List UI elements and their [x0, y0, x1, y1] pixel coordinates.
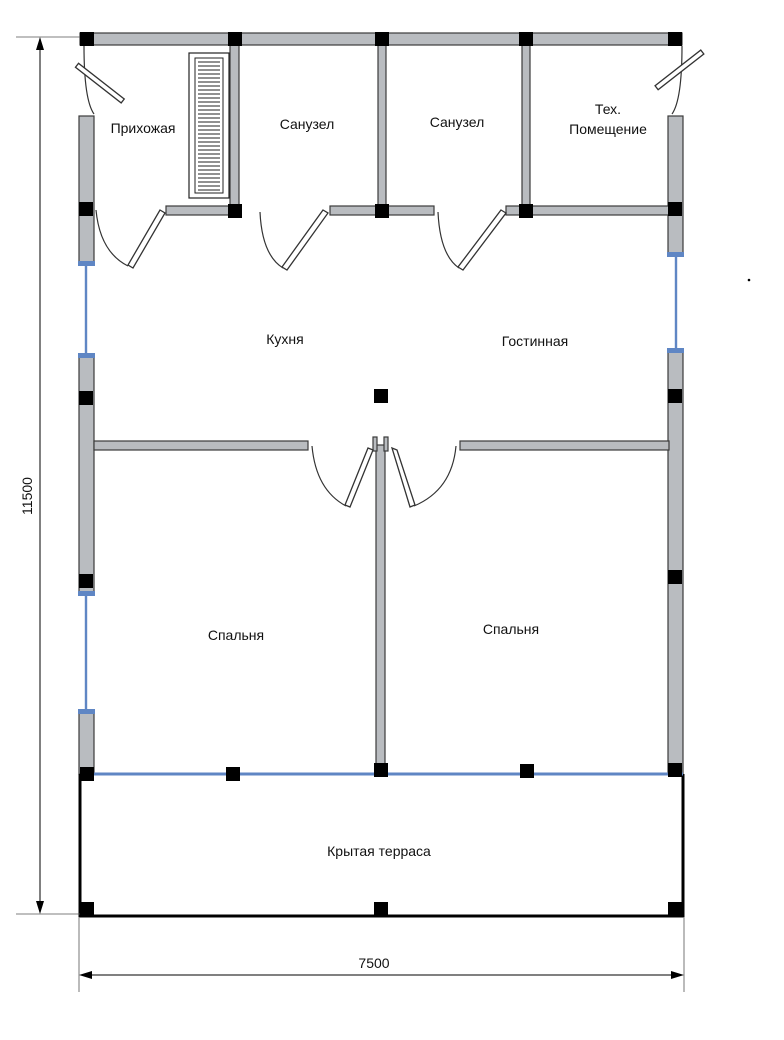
door-swing [437, 211, 460, 269]
door-leaf [457, 209, 507, 271]
post [668, 570, 682, 584]
label-living-room: Гостинная [502, 333, 569, 349]
door-bathroom-1[interactable] [259, 209, 329, 271]
post [375, 32, 389, 46]
post [375, 204, 389, 218]
door-swing [259, 211, 284, 269]
label-tech-room-line1: Тех. [595, 101, 621, 117]
window-cap [78, 709, 95, 714]
dimension-height-label: 11500 [19, 477, 35, 515]
window-cap [667, 252, 684, 257]
dim-arrow-down [36, 901, 44, 914]
door-leaf [654, 49, 705, 91]
entrance-door-left[interactable] [74, 45, 126, 115]
door-hallway[interactable] [95, 209, 166, 269]
radiator-inner [194, 57, 224, 194]
radiator-slats [198, 61, 220, 191]
post [668, 763, 682, 777]
radiator-icon [188, 52, 230, 199]
label-bedroom-left: Спальня [208, 627, 264, 643]
wall-left-1 [78, 115, 95, 265]
door-swing [671, 45, 683, 115]
posts [79, 32, 682, 916]
wall-left-3 [78, 711, 95, 775]
wall-hall-bath [229, 44, 240, 212]
walls [78, 32, 685, 918]
window-cap [78, 591, 95, 596]
label-kitchen: Кухня [266, 331, 303, 347]
post [228, 204, 242, 218]
label-bathroom-2: Санузел [430, 114, 485, 130]
door-swing [83, 45, 95, 115]
window-cap [667, 348, 684, 353]
label-bathroom-1: Санузел [280, 116, 335, 132]
label-tech-room-line2: Помещение [569, 121, 647, 137]
post [79, 574, 93, 588]
door-swing [95, 209, 129, 267]
post [668, 902, 682, 916]
post [520, 764, 534, 778]
dim-arrow-right [671, 971, 684, 979]
label-terrace: Крытая терраса [327, 843, 431, 859]
post [80, 767, 94, 781]
post [519, 32, 533, 46]
entrance-door-right[interactable] [654, 45, 705, 115]
door-bedroom-left[interactable] [311, 445, 374, 508]
post [374, 763, 388, 777]
post [668, 32, 682, 46]
window-cap [78, 261, 95, 266]
post [79, 391, 93, 405]
doors [74, 45, 705, 508]
dimension-width-label: 7500 [358, 955, 389, 971]
wall-bedroom-left-top [93, 440, 309, 451]
door-leaf [344, 447, 374, 508]
post [668, 389, 682, 403]
post [519, 204, 533, 218]
post [228, 32, 242, 46]
door-swing [311, 445, 347, 507]
wall-bath-bath [377, 44, 387, 212]
wall-right-1 [667, 115, 684, 256]
door-leaf [127, 209, 166, 269]
post [374, 902, 388, 916]
door-bedroom-right[interactable] [390, 445, 457, 508]
post [80, 902, 94, 916]
door-leaf [281, 209, 329, 271]
window-cap [78, 353, 95, 358]
room-labels: Прихожая Санузел Санузел Тех. Помещение … [111, 101, 648, 859]
dimension-height [16, 36, 80, 915]
door-leaf [74, 62, 126, 104]
post [668, 202, 682, 216]
wall-bath-tech [521, 44, 531, 212]
post [374, 389, 388, 403]
post [226, 767, 240, 781]
door-swing [413, 445, 457, 507]
wall-mid-1 [165, 205, 237, 216]
door-jamb-right [383, 436, 389, 452]
post [80, 32, 94, 46]
windows [78, 252, 684, 714]
wall-right-2 [667, 350, 684, 775]
dim-arrow-up [36, 37, 44, 50]
post [79, 202, 93, 216]
stray-dot [747, 278, 751, 282]
label-bedroom-right: Спальня [483, 621, 539, 637]
door-bathroom-2[interactable] [437, 209, 507, 271]
door-jamb-left [372, 436, 378, 452]
dim-arrow-left [79, 971, 92, 979]
label-hallway: Прихожая [111, 120, 176, 136]
dimension-width [78, 918, 685, 992]
wall-bedroom-right-top [459, 440, 670, 451]
door-leaf [390, 446, 416, 508]
wall-bedroom-divider [375, 444, 386, 772]
